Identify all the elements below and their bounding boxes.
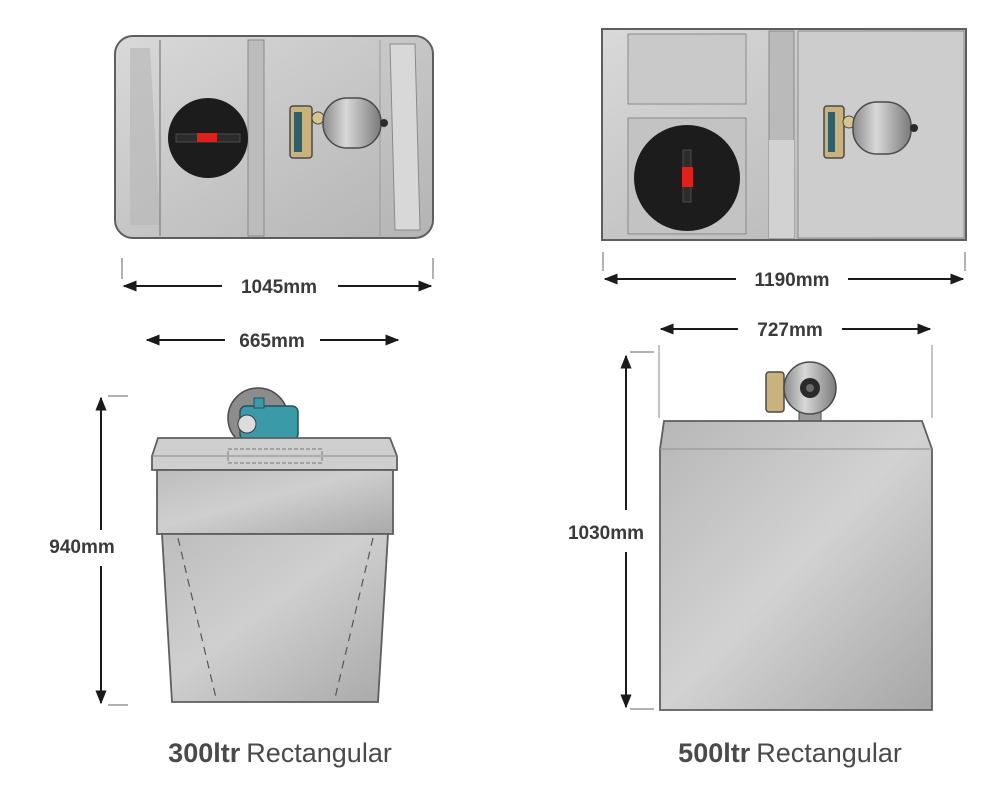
- lid-icon: [168, 98, 248, 178]
- dimension-940: 940mm: [49, 395, 128, 706]
- dimension-665: 665mm: [145, 331, 400, 352]
- dimension-label-665: 665mm: [239, 331, 305, 352]
- lid-icon: [634, 125, 740, 231]
- dimension-label-1190: 1190mm: [754, 270, 829, 291]
- caption-500-capacity: 500ltr: [678, 738, 751, 768]
- pump-icon: [765, 361, 837, 425]
- caption-500-shape: Rectangular: [756, 738, 902, 768]
- caption-300-shape: Rectangular: [246, 738, 392, 768]
- dimension-1030: 1030mm: [568, 351, 654, 710]
- tank-500-top-view: [601, 28, 967, 241]
- pump-icon: [289, 97, 388, 159]
- pump-icon: [823, 101, 918, 159]
- dimension-727: 727mm: [658, 320, 933, 418]
- dimension-label-940: 940mm: [49, 537, 115, 558]
- tank-300-front-view: [151, 387, 398, 703]
- dimension-label-1030: 1030mm: [568, 523, 644, 544]
- dimension-1190: 1190mm: [602, 252, 966, 291]
- caption-300-capacity: 300ltr: [168, 738, 241, 768]
- tank-500-front-view: [659, 361, 933, 711]
- pump-icon: [227, 387, 299, 449]
- dimension-label-1045: 1045mm: [241, 277, 317, 298]
- tank-300-top-view: [114, 35, 434, 239]
- dimension-1045: 1045mm: [121, 258, 434, 298]
- dimension-label-727: 727mm: [757, 320, 823, 341]
